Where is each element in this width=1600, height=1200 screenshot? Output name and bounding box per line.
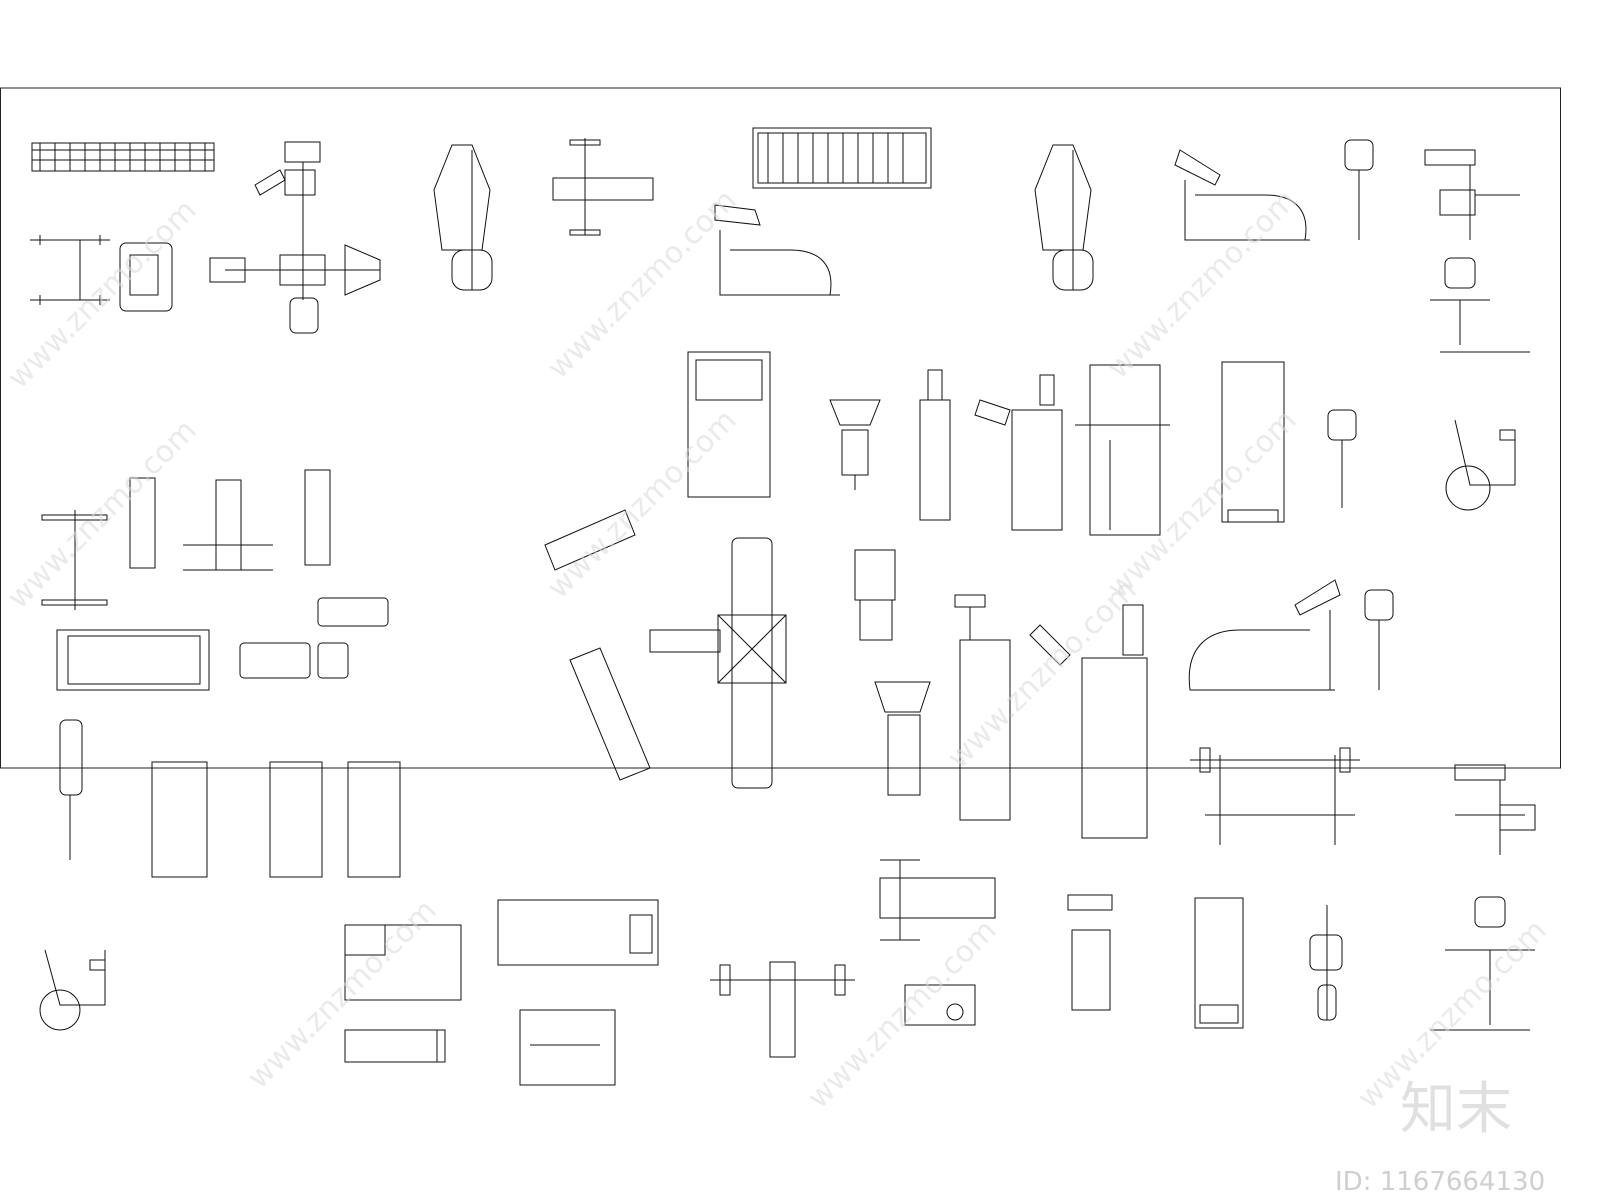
upright-seat-symbol <box>59 719 83 860</box>
cable-crossover-symbol <box>1075 364 1170 536</box>
bench-symbol-3 <box>304 469 331 566</box>
upright-bike-symbol-2 <box>1445 419 1516 511</box>
press-station-symbol <box>954 594 1011 821</box>
equipment-symbols <box>30 127 1536 1086</box>
seat-rack-symbol <box>519 1009 616 1086</box>
tall-cabinet-symbol <box>1221 361 1285 523</box>
leg-press-symbol <box>687 351 771 498</box>
pec-deck-symbol <box>829 399 881 490</box>
watermark-url-6: www.znzmo.com <box>941 573 1144 776</box>
sheet-border <box>0 87 1561 769</box>
recumbent-machine-symbol-3 <box>1188 579 1341 691</box>
watermark-url-3: www.znzmo.com <box>1101 183 1304 386</box>
angled-bench-symbol <box>569 647 651 781</box>
barbell-bench-symbol <box>41 510 108 610</box>
bench-symbol-2 <box>183 479 273 571</box>
shoulder-press-symbol-2 <box>1454 764 1536 855</box>
angled-bench-symbol-2 <box>544 509 636 571</box>
watermark-id-label: ID: 1167664130 <box>1335 1167 1545 1197</box>
station-panel-symbol <box>151 761 401 878</box>
treadmill-symbol-2 <box>56 629 210 691</box>
recumbent-machine-symbol <box>714 204 840 296</box>
ab-machine-symbol <box>1067 894 1113 1011</box>
cable-station-symbol <box>344 924 462 1001</box>
dumbbell-rack-symbol <box>31 142 215 172</box>
watermark-url-8: www.znzmo.com <box>241 893 444 1096</box>
watermark-url-4: www.znzmo.com <box>1 413 204 616</box>
mat-symbol <box>344 1029 446 1063</box>
seated-machine-symbol <box>1430 257 1530 353</box>
dumbbell-bench-symbol <box>710 961 855 1058</box>
rower-symbol-2 <box>904 984 976 1026</box>
barbell-rack-symbol <box>1190 747 1360 845</box>
upright-bike-symbol <box>39 949 106 1031</box>
rowing-machine-symbol <box>1194 897 1244 1029</box>
treadmill-symbol <box>752 127 932 189</box>
press-bench-symbol-2 <box>974 374 1063 531</box>
flat-bench-symbol <box>552 138 654 236</box>
watermark-url-1: www.znzmo.com <box>1 193 204 396</box>
bike-console-symbol <box>1344 139 1374 240</box>
watermark-logo: 知末 <box>1400 1077 1512 1142</box>
watermark-url-5: www.znzmo.com <box>541 403 744 606</box>
watermark-url-9: www.znzmo.com <box>801 913 1004 1116</box>
watermark-url-2: www.znzmo.com <box>541 183 744 386</box>
treadmill-symbol-3 <box>497 899 659 966</box>
bench-set-symbol <box>239 597 389 679</box>
console-machine-symbol <box>30 235 173 312</box>
lat-station-symbol <box>874 681 931 796</box>
watermark-url-7: www.znzmo.com <box>1101 403 1304 606</box>
bike-console-symbol-3 <box>1364 589 1394 690</box>
weight-bench-symbol <box>879 859 996 941</box>
leg-extension-symbol <box>854 549 896 641</box>
stair-climber-symbol-2 <box>1034 144 1094 291</box>
seated-machine-symbol-2 <box>1430 896 1535 1031</box>
recumbent-machine-symbol-2 <box>1174 149 1310 241</box>
bike-console-symbol-2 <box>1327 409 1357 508</box>
press-bench-symbol <box>919 369 951 521</box>
cross-trainer-symbol <box>1309 905 1343 1021</box>
smith-machine-symbol <box>649 537 787 789</box>
stair-climber-symbol <box>433 144 493 291</box>
shoulder-press-symbol <box>1424 149 1520 240</box>
multi-station-gym-symbol <box>209 141 381 334</box>
press-station-symbol-2 <box>1029 604 1148 839</box>
bench-symbol <box>129 477 156 569</box>
